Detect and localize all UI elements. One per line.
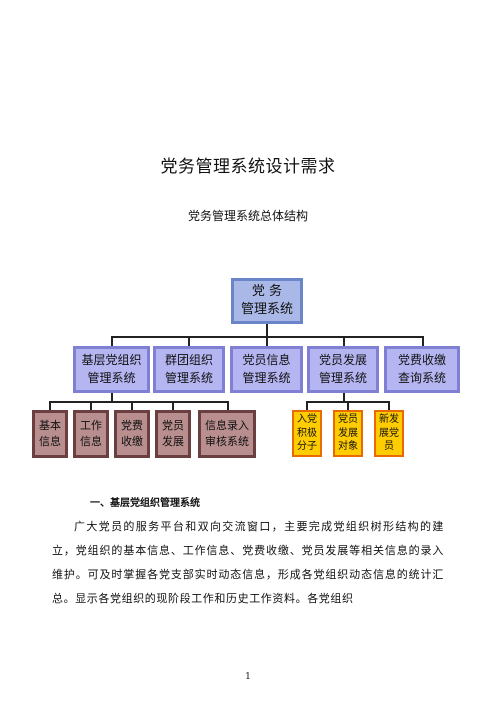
section-paragraph: 广大党员的服务平台和双向交流窗口，主要完成党组织树形结构的建立，党组织的基本信息… <box>52 520 444 605</box>
connector-line <box>90 401 92 410</box>
page-number: 1 <box>245 672 251 682</box>
connector-line <box>343 336 345 346</box>
connector-line <box>266 324 268 336</box>
connector-line <box>306 401 308 410</box>
connector-line <box>131 401 133 410</box>
connector-line <box>422 336 424 346</box>
section-heading: 一、基层党组织管理系统 <box>90 498 200 509</box>
node-new-member: 新发 展党 员 <box>374 410 404 457</box>
connector-line <box>49 401 229 403</box>
connector-line <box>49 401 51 410</box>
document-title: 党务管理系统设计需求 <box>160 157 336 177</box>
connector-line <box>343 393 345 401</box>
node-development-target: 党员 发展 对象 <box>333 410 363 457</box>
node-dues-query: 党费收缴 查询系统 <box>384 346 460 393</box>
node-member-growth: 党员 发展 <box>155 410 191 458</box>
root-node: 党 务 管理系统 <box>231 278 303 324</box>
diagram-caption: 党务管理系统总体结构 <box>187 209 308 223</box>
node-entry-review: 信息录入 审核系统 <box>198 410 256 458</box>
node-work-info: 工作 信息 <box>73 410 109 458</box>
connector-line <box>227 401 229 410</box>
connector-line <box>111 336 113 346</box>
node-basic-info: 基本 信息 <box>32 410 68 458</box>
node-activist: 入党 积极 分子 <box>292 410 322 457</box>
connector-line <box>347 401 349 410</box>
connector-line <box>266 336 268 346</box>
node-mass-org: 群团组织 管理系统 <box>153 346 225 393</box>
connector-line <box>172 401 174 410</box>
node-grassroots-org: 基层党组织 管理系统 <box>73 346 150 393</box>
node-member-development: 党员发展 管理系统 <box>307 346 379 393</box>
connector-line <box>111 393 113 401</box>
node-dues-collection: 党费 收缴 <box>114 410 150 458</box>
connector-line <box>388 401 390 410</box>
node-member-info: 党员信息 管理系统 <box>230 346 303 393</box>
connector-line <box>188 336 190 346</box>
